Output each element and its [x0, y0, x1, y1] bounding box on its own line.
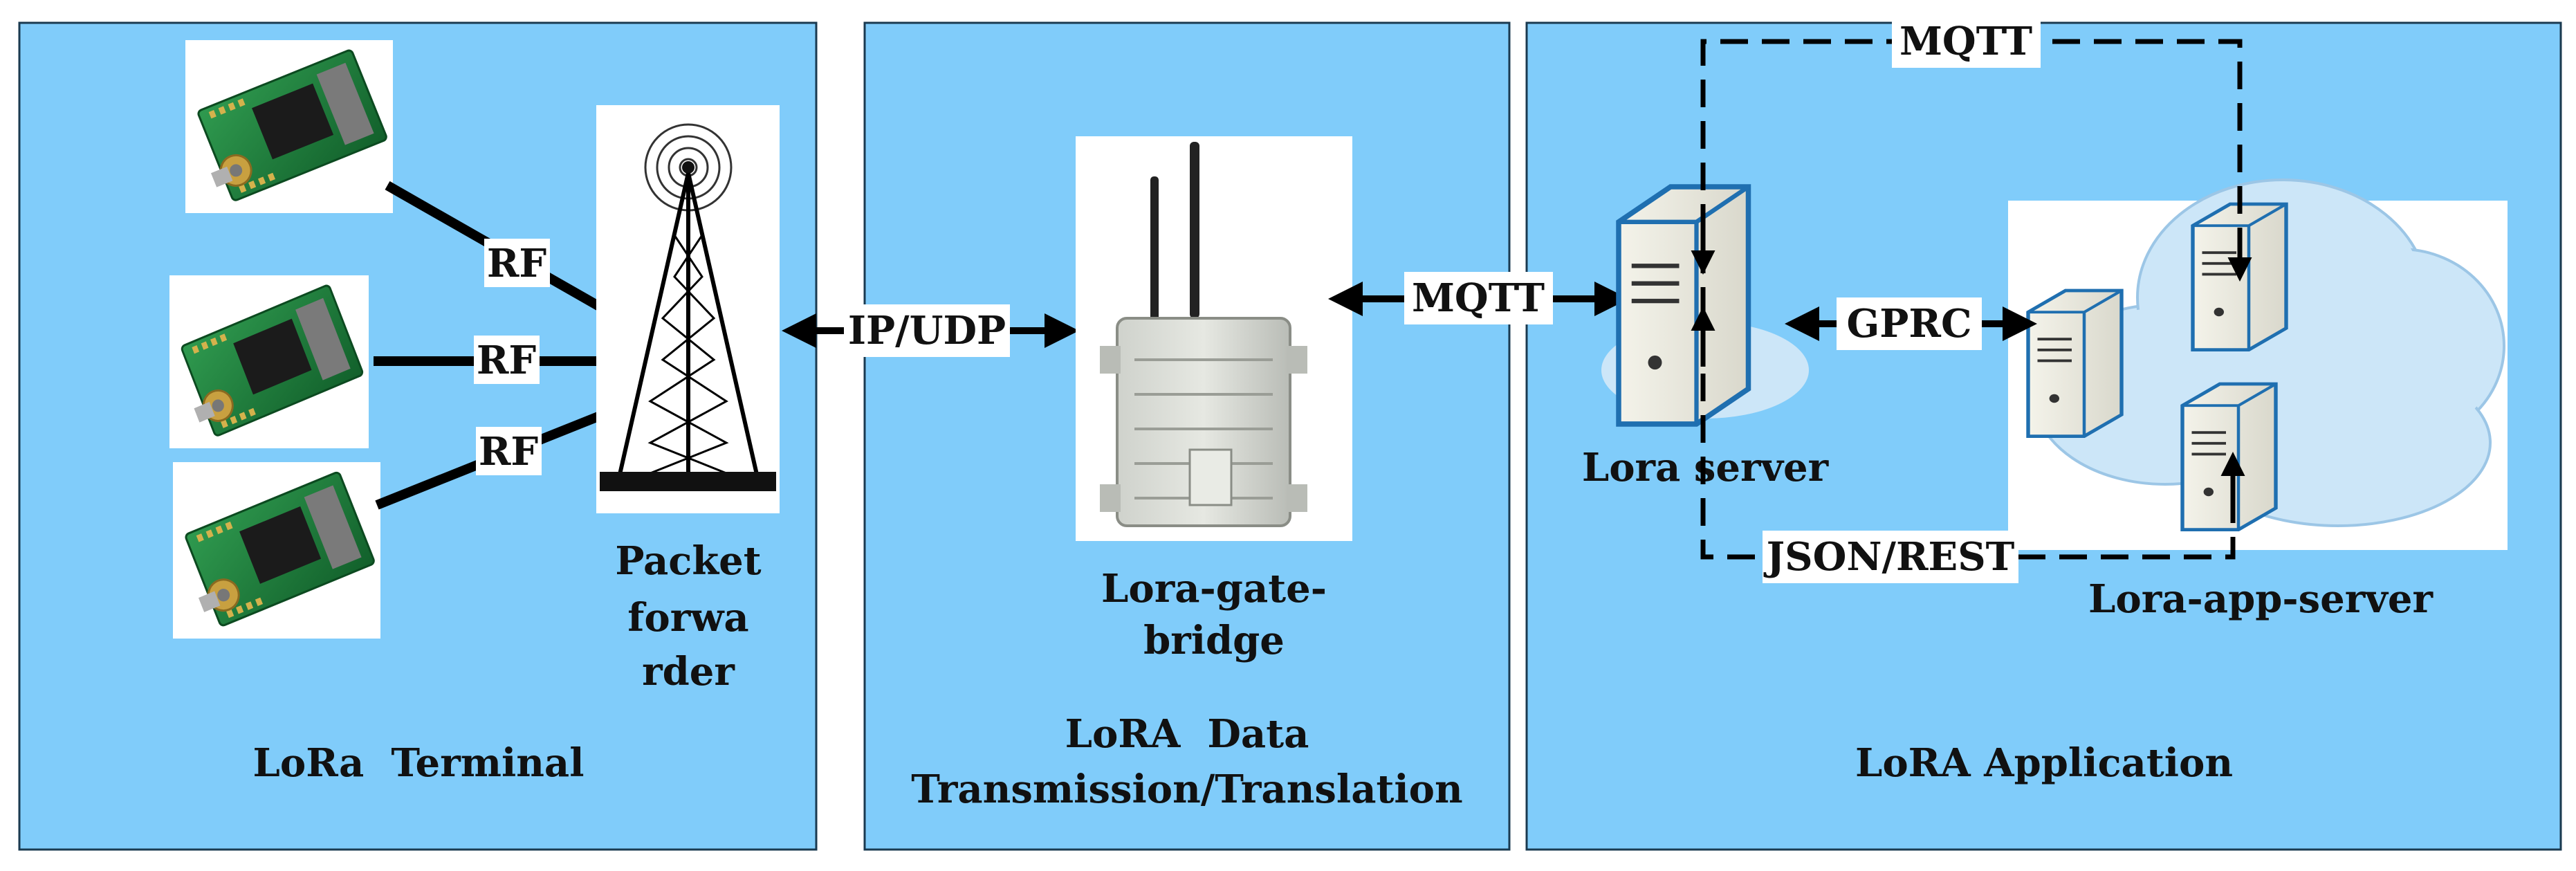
svg-text:GPRC: GPRC	[1846, 301, 1971, 347]
app-server-label: Lora-app-server	[2088, 576, 2434, 622]
svg-text:MQTT: MQTT	[1412, 275, 1545, 321]
svg-text:MQTT: MQTT	[1899, 19, 2032, 64]
ip-udp-label: IP/UDP	[844, 304, 1010, 357]
lora-module-icon	[168, 274, 370, 450]
packet-forwarder-label: Packet forwa rder	[615, 538, 761, 695]
mqtt-gateway-label: MQTT	[1404, 272, 1553, 324]
gateway-device-icon	[1076, 136, 1352, 541]
rf-label-1: RF	[484, 239, 550, 287]
svg-text:bridge: bridge	[1143, 618, 1285, 663]
server-icon	[2193, 204, 2286, 350]
rf-label-2: RF	[474, 336, 540, 384]
mqtt-top-label: MQTT	[1892, 15, 2041, 68]
gprc-label: GPRC	[1837, 297, 1982, 350]
terminal-panel-title: LoRa Terminal	[252, 740, 584, 786]
svg-text:forwa: forwa	[627, 595, 748, 641]
lora-module-icon	[184, 39, 394, 214]
rf-label-3: RF	[476, 427, 542, 475]
svg-text:LoRA Data: LoRA Data	[1065, 711, 1309, 757]
svg-text:Packet: Packet	[615, 538, 761, 584]
server-icon	[2028, 291, 2122, 437]
lora-server-label: Lora server	[1582, 445, 1830, 490]
svg-text:RF: RF	[487, 241, 547, 286]
server-icon	[2182, 384, 2276, 530]
json-rest-label: JSON/REST	[1763, 531, 2018, 583]
svg-text:IP/UDP: IP/UDP	[848, 308, 1006, 354]
svg-text:Transmission/Translation: Transmission/Translation	[911, 767, 1462, 812]
svg-text:RF: RF	[479, 429, 539, 475]
svg-text:rder: rder	[642, 649, 735, 695]
json-rest-dashed-link	[1700, 374, 2236, 560]
lora-module-icon	[172, 461, 382, 640]
data-transmission-panel-title: LoRA Data Transmission/Translation	[911, 711, 1462, 812]
gateway-label: Lora-gate- bridge	[1101, 566, 1327, 663]
svg-text:RF: RF	[477, 338, 537, 383]
svg-text:JSON/REST: JSON/REST	[1763, 534, 2015, 580]
application-panel-title: LoRA Application	[1855, 740, 2233, 786]
server-icon	[1619, 187, 1749, 424]
svg-text:Lora-gate-: Lora-gate-	[1101, 566, 1327, 612]
tower-icon	[596, 105, 780, 513]
